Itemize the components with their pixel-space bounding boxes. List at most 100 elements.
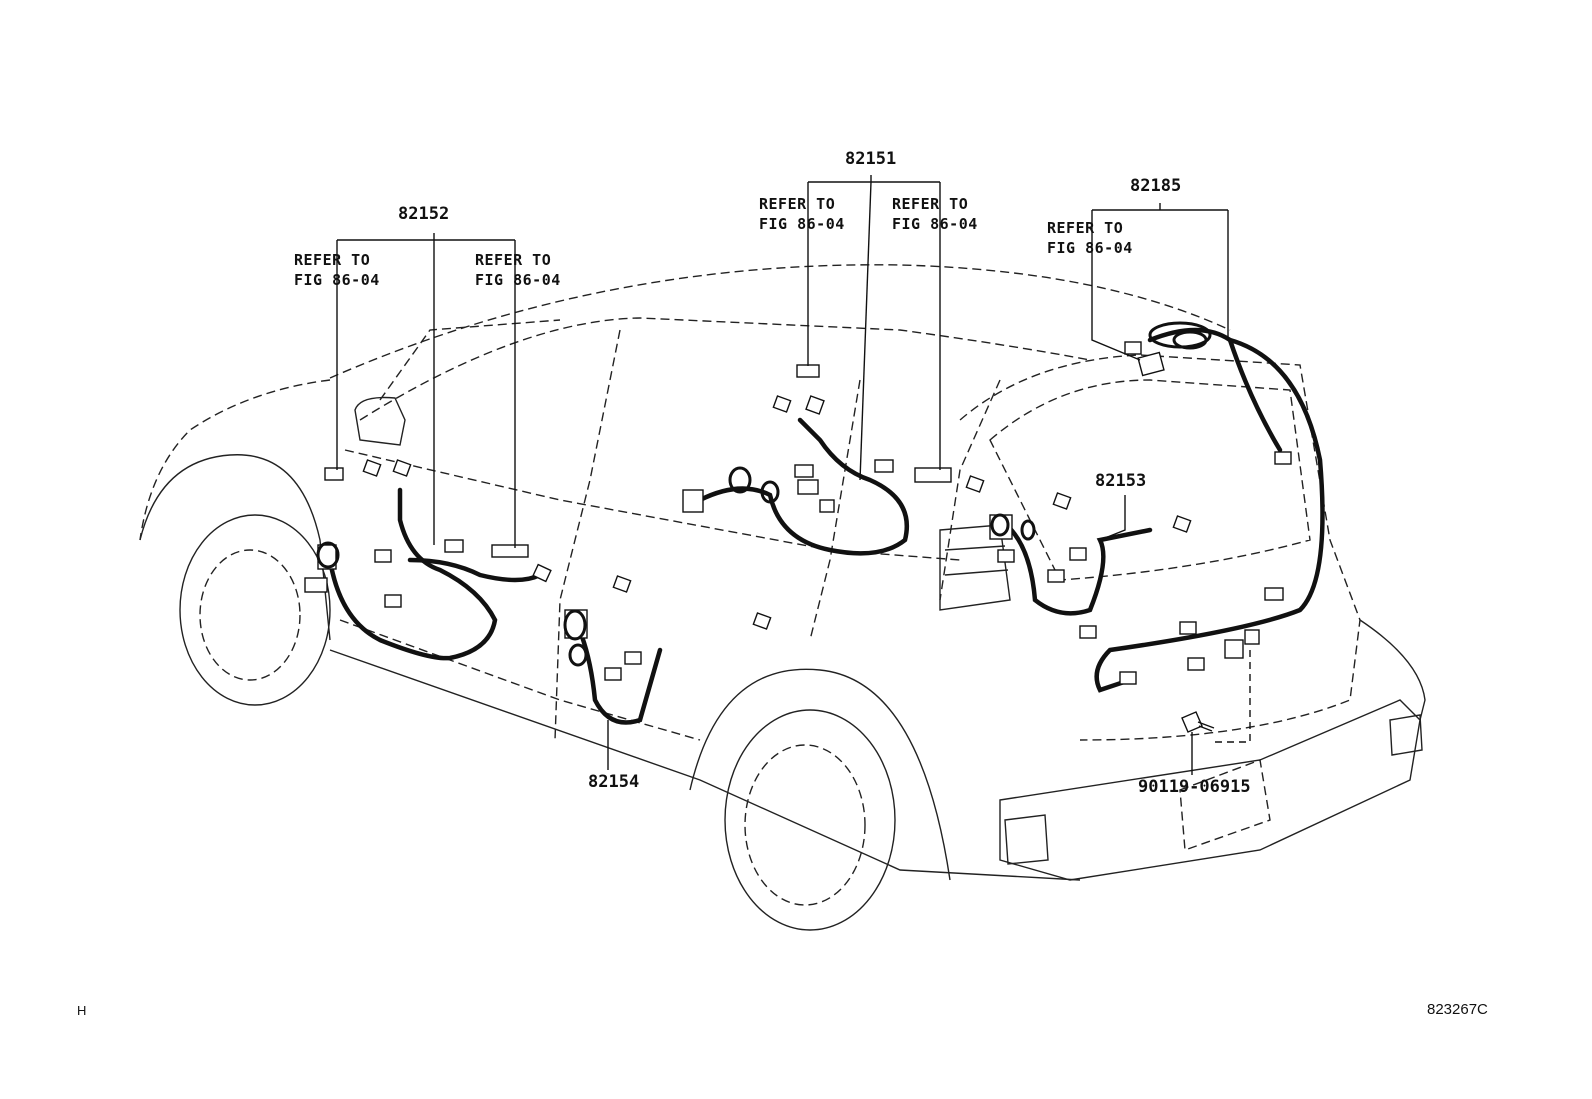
- connector: [374, 549, 392, 563]
- leader-82152-bracket: [337, 233, 515, 241]
- connector: [1137, 351, 1165, 377]
- rocker-outline: [329, 649, 1081, 881]
- refer-note-82152-right-line2: FIG 86-04: [475, 271, 561, 289]
- refer-note-82151-left-line1: REFER TO: [759, 195, 836, 213]
- connector: [1179, 621, 1197, 635]
- roof-inner-outline: [359, 317, 1091, 421]
- grommet: [1172, 330, 1208, 350]
- front-fender-outline: [139, 454, 331, 641]
- tail-lamp: [939, 524, 1011, 611]
- figure-code: 823267C: [1427, 1001, 1488, 1018]
- refer-note-82185-line2: FIG 86-04: [1047, 239, 1133, 257]
- grommet: [728, 466, 752, 494]
- connector: [997, 549, 1015, 563]
- c-pillar: [809, 379, 861, 641]
- refer-note-82151-right-line2: FIG 86-04: [892, 215, 978, 233]
- rear-reflector-left: [1004, 814, 1049, 865]
- connector: [392, 459, 412, 477]
- leader-82151-bracket: [808, 175, 940, 183]
- tail-lamp-line-2: [944, 569, 1009, 576]
- connector: [965, 475, 985, 493]
- connector: [384, 594, 402, 608]
- connector: [1274, 451, 1292, 465]
- grommet: [563, 609, 587, 641]
- vehicle-outline: [139, 264, 1426, 931]
- connector: [624, 651, 642, 665]
- connector: [1079, 625, 1097, 639]
- connector: [874, 459, 894, 473]
- connector: [1119, 671, 1137, 685]
- connector: [1264, 587, 1284, 601]
- leader-82185-bracket: [1092, 203, 1228, 211]
- connector: [1124, 341, 1142, 355]
- part-number-82151: 82151: [845, 149, 897, 169]
- bolt-shank: [1197, 721, 1215, 732]
- connector: [1187, 657, 1205, 671]
- tail-lamp-line-1: [944, 545, 1006, 551]
- connector: [604, 667, 622, 681]
- refer-note-82185-line1: REFER TO: [1047, 219, 1124, 237]
- b-pillar: [554, 329, 621, 741]
- grommet: [568, 643, 588, 667]
- door-sill-outline: [339, 619, 701, 741]
- connector: [914, 467, 952, 483]
- rear-window-outline: [989, 379, 1311, 581]
- grommet: [760, 480, 780, 504]
- refer-note-82151-right-line1: REFER TO: [892, 195, 969, 213]
- side-mirror: [354, 396, 406, 446]
- harness-82152-branch: [407, 557, 543, 583]
- connector: [1172, 515, 1192, 533]
- part-number-82153: 82153: [1095, 471, 1147, 491]
- rear-reflector-right: [1389, 714, 1423, 756]
- rear-wheel-inner: [744, 744, 866, 906]
- connector: [1069, 547, 1087, 561]
- grommet: [316, 541, 340, 569]
- refer-note-82152-right-line1: REFER TO: [475, 251, 552, 269]
- rear-hatch-outline: [959, 354, 1361, 741]
- rear-fender-outline: [689, 668, 951, 881]
- connector: [1224, 639, 1244, 659]
- corner-mark: H: [77, 1003, 87, 1018]
- refer-note-82151-left-line2: FIG 86-04: [759, 215, 845, 233]
- rear-bumper-outline: [999, 699, 1421, 881]
- connector: [304, 577, 328, 593]
- part-number-82152: 82152: [398, 204, 450, 224]
- harness-82151: [697, 417, 910, 556]
- connector: [1052, 492, 1072, 510]
- connector: [805, 395, 825, 415]
- connector: [612, 575, 632, 593]
- connector: [772, 395, 792, 413]
- front-wheel-inner: [199, 549, 301, 681]
- leader-90119-dashed: [1215, 650, 1251, 743]
- harness-82185: [1094, 327, 1325, 693]
- roof-outline: [329, 264, 1231, 379]
- connector: [1047, 569, 1065, 583]
- connector: [794, 464, 814, 478]
- belt-line: [344, 449, 961, 561]
- d-pillar: [939, 379, 1001, 601]
- connector: [796, 364, 820, 378]
- leader-82153: [1099, 495, 1126, 541]
- bolt-90119: [1181, 711, 1215, 733]
- front-wheel: [179, 514, 331, 706]
- refer-note-82152-left-line2: FIG 86-04: [294, 271, 380, 289]
- harness-82152: [327, 487, 498, 661]
- leader-82185-left: [1091, 210, 1141, 361]
- grommet: [1020, 519, 1036, 541]
- leader-82151-mid: [859, 181, 872, 481]
- rear-panel-outline: [1359, 619, 1426, 721]
- license-recess: [1179, 759, 1271, 851]
- connector: [1244, 629, 1260, 645]
- part-number-82154: 82154: [588, 772, 640, 792]
- grommets: [316, 321, 1212, 667]
- connector: [819, 499, 835, 513]
- connectors: [304, 341, 1292, 685]
- connector: [532, 563, 552, 583]
- harness-82185-hatch: [1227, 337, 1283, 453]
- a-pillar: [379, 319, 561, 401]
- leader-lines: [336, 175, 1251, 775]
- connector: [491, 544, 529, 558]
- part-number-90119-06915: 90119-06915: [1138, 777, 1251, 797]
